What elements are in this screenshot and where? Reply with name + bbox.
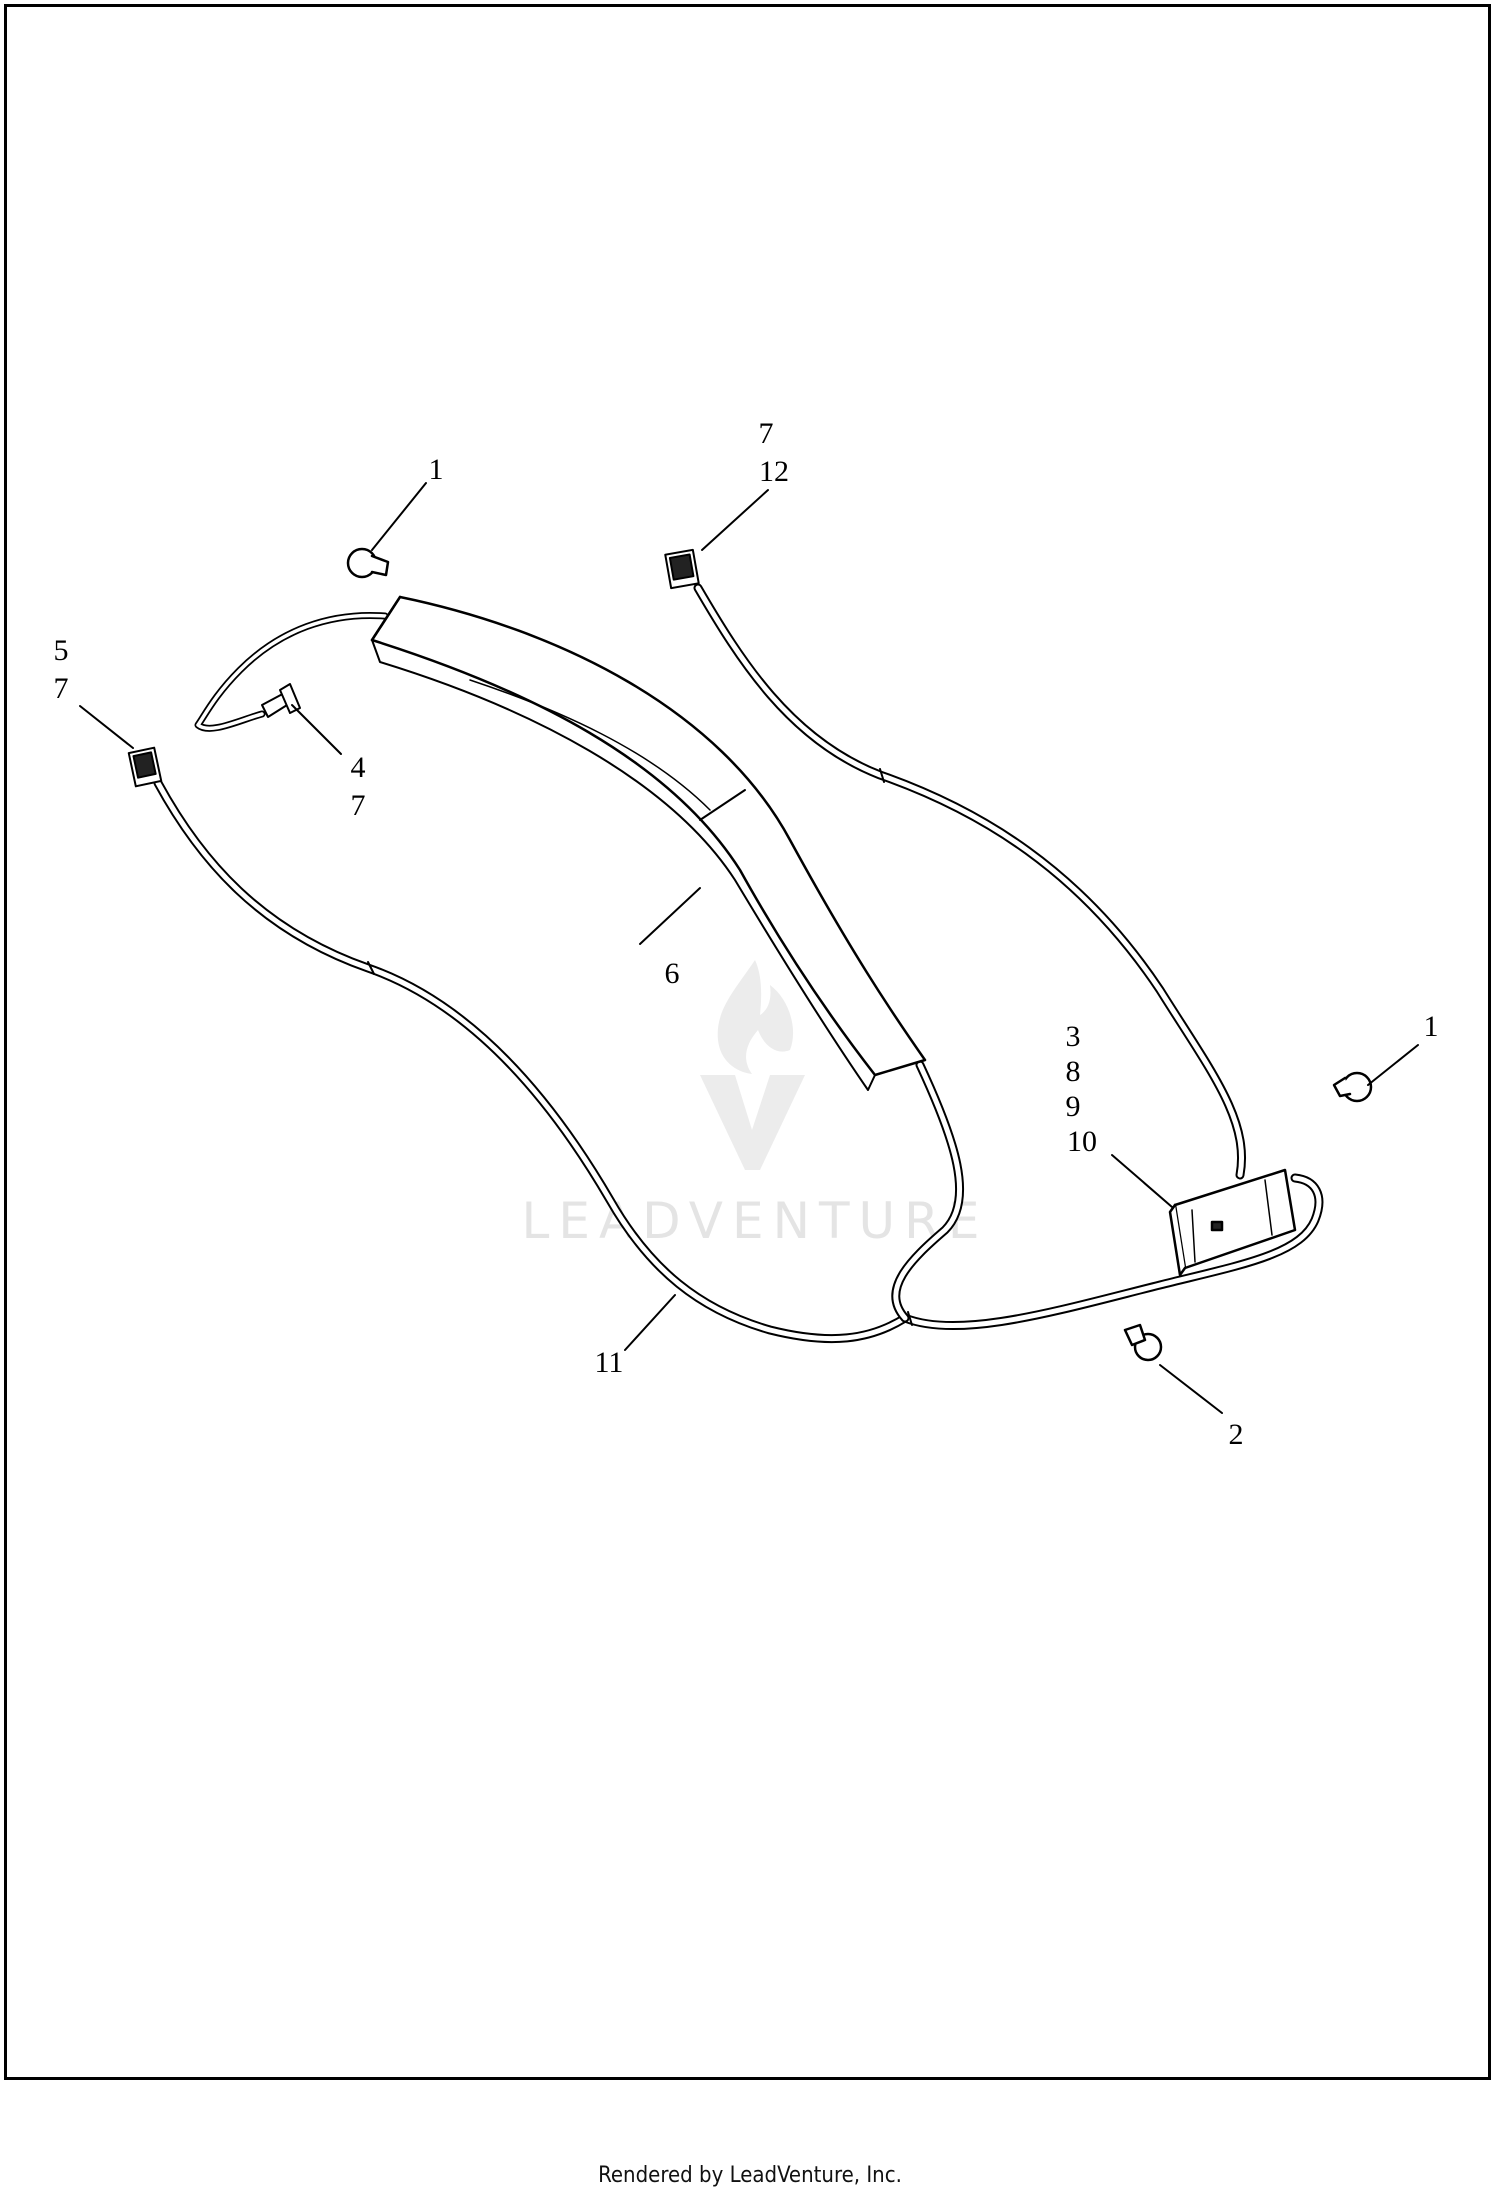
- right-harness-branch: [693, 583, 1246, 1180]
- leader-10: [1111, 1154, 1173, 1208]
- main-harness-trunk: [900, 1173, 1324, 1331]
- callout-7-upper: 7: [759, 417, 774, 450]
- clip-right: [1332, 1071, 1373, 1103]
- callout-7-left: 7: [54, 672, 69, 705]
- connector-top: [664, 548, 700, 590]
- callout-8: 8: [1066, 1055, 1081, 1088]
- center-harness-branch: [891, 1060, 965, 1323]
- callout-6: 6: [665, 957, 680, 990]
- callout-9: 9: [1066, 1090, 1081, 1123]
- callout-4: 4: [351, 751, 366, 784]
- callout-1-top: 1: [429, 453, 444, 486]
- callout-12: 12: [759, 455, 789, 488]
- callout-11: 11: [595, 1346, 624, 1379]
- leader-11: [624, 1294, 676, 1351]
- harness-conduit-tube: [370, 595, 927, 1091]
- connector-module: [1168, 1168, 1297, 1277]
- leadventure-watermark: LEADVENTURE: [522, 960, 989, 1250]
- flame-logo-icon: [700, 960, 805, 1170]
- watermark-text: LEADVENTURE: [522, 1192, 989, 1250]
- left-harness-branch: [153, 778, 910, 1344]
- clip-top: [346, 547, 390, 579]
- upper-loop-wire: [194, 611, 389, 732]
- callout-3: 3: [1066, 1020, 1081, 1053]
- bullet-connector: [261, 683, 301, 718]
- leader-6: [639, 887, 701, 945]
- leader-lines: [79, 482, 1419, 1414]
- leader-1-right: [1367, 1044, 1419, 1086]
- leader-7-12: [701, 489, 769, 551]
- connector-left: [127, 746, 163, 788]
- callout-10: 10: [1067, 1125, 1097, 1158]
- callout-7-mid: 7: [351, 789, 366, 822]
- clip-bottom: [1123, 1323, 1163, 1362]
- leader-1-top: [371, 482, 427, 551]
- callout-2: 2: [1229, 1418, 1244, 1451]
- callout-1-right: 1: [1424, 1010, 1439, 1043]
- callout-5: 5: [54, 634, 69, 667]
- leader-2: [1159, 1364, 1223, 1414]
- callout-labels: 1 7 12 5 7 4 7 6 3 8 9 10 1 11 2: [54, 417, 1439, 1451]
- leader-5-7: [79, 705, 134, 749]
- leader-4-7: [291, 704, 342, 755]
- footer-credit: Rendered by LeadVenture, Inc.: [598, 2163, 902, 2188]
- diagram-frame: [4, 4, 1491, 2080]
